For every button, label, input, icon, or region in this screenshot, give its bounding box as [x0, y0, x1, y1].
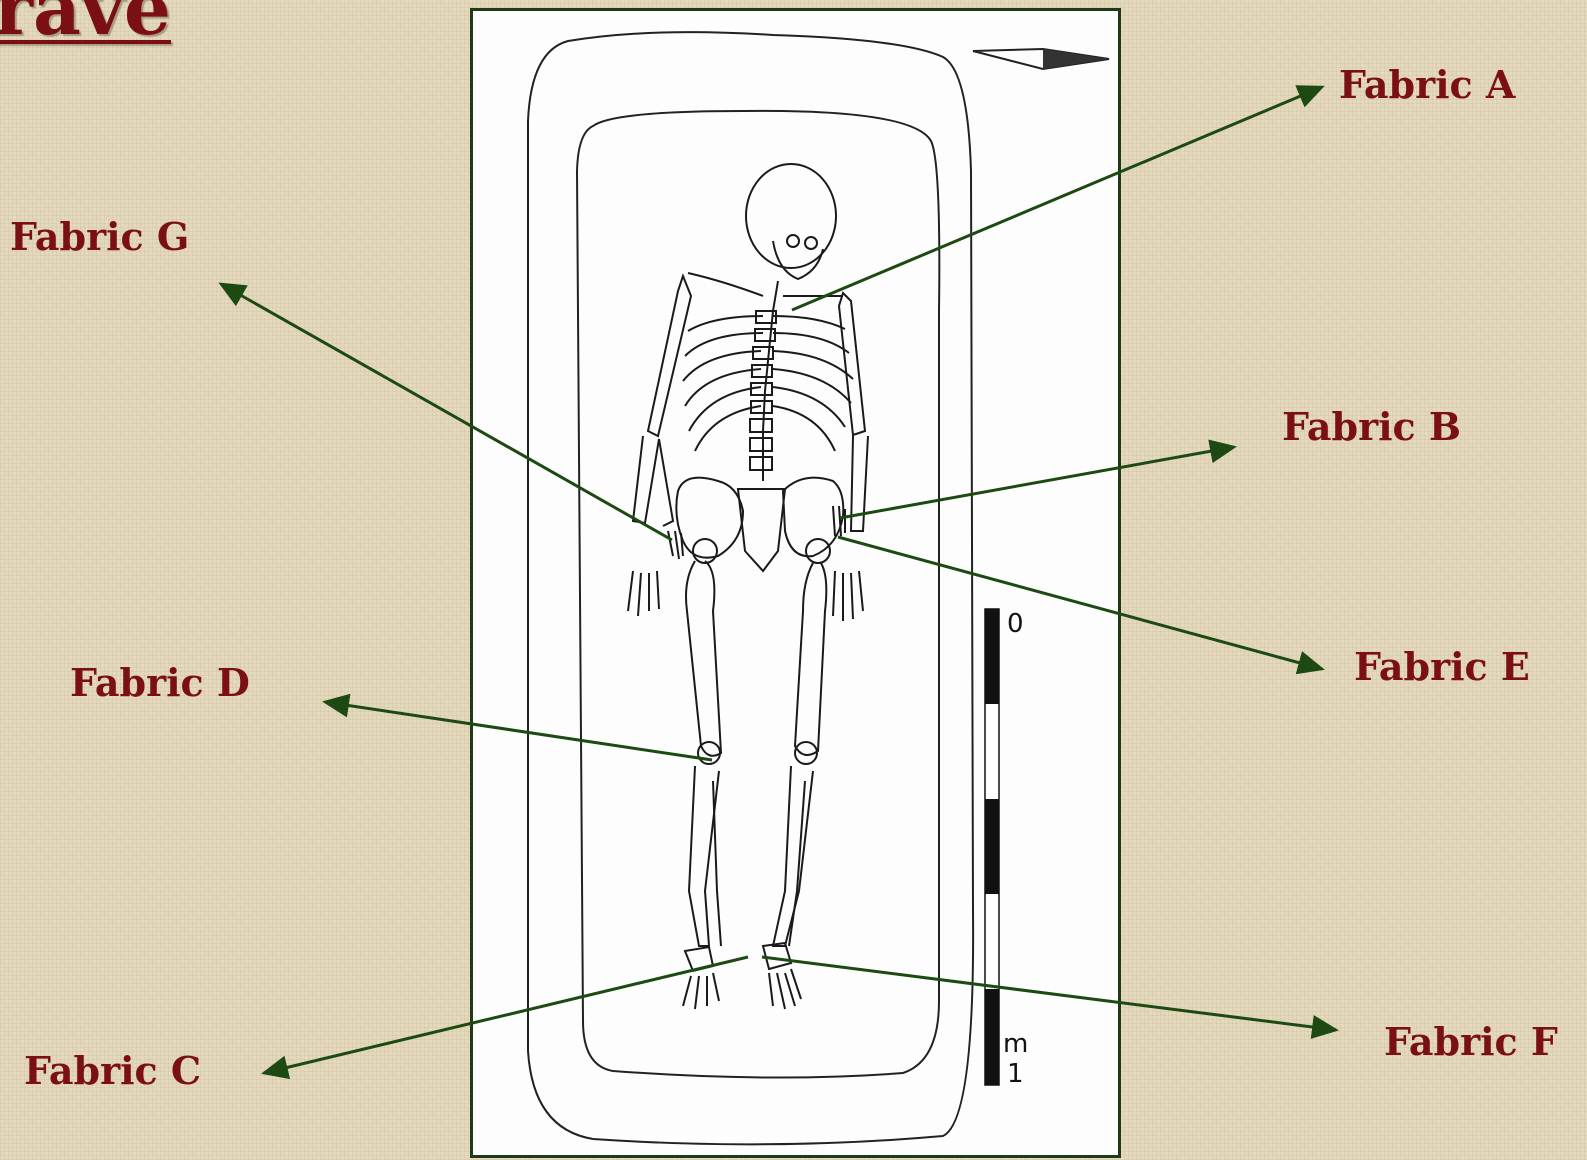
label-fabric-b: Fabric B	[1282, 408, 1461, 446]
skeleton-figure	[628, 164, 868, 1009]
right-humerus	[839, 293, 865, 435]
left-humerus	[648, 276, 691, 436]
label-fabric-a: Fabric A	[1339, 66, 1515, 104]
grave-inner-outline	[577, 111, 939, 1078]
left-clavicle	[688, 273, 763, 296]
label-fabric-d: Fabric D	[70, 664, 250, 702]
pelvis	[676, 478, 743, 558]
scale-label-bottom: 1	[1007, 1061, 1024, 1087]
left-tibia	[689, 766, 719, 946]
grave-outer-outline	[528, 32, 973, 1144]
label-fabric-g: Fabric G	[10, 218, 189, 256]
left-forearm	[633, 436, 659, 523]
skeleton-drawing	[473, 11, 1118, 1155]
feet-bones	[683, 943, 801, 1009]
left-femur	[686, 561, 721, 756]
label-fabric-e: Fabric E	[1354, 648, 1530, 686]
right-forearm	[851, 436, 868, 531]
north-arrow-fill	[1043, 49, 1109, 69]
scale-bar	[985, 609, 999, 1085]
scale-label-unit: m	[1003, 1031, 1028, 1057]
grave-drawing-panel: 0 m 1	[470, 8, 1121, 1158]
scale-label-top: 0	[1007, 611, 1024, 637]
right-femur	[795, 563, 826, 755]
sacrum	[738, 489, 785, 571]
label-fabric-c: Fabric C	[24, 1052, 201, 1090]
label-fabric-f: Fabric F	[1384, 1023, 1558, 1061]
left-knee	[698, 742, 720, 764]
page-title: rave	[0, 0, 171, 46]
hand-bones	[628, 506, 863, 621]
